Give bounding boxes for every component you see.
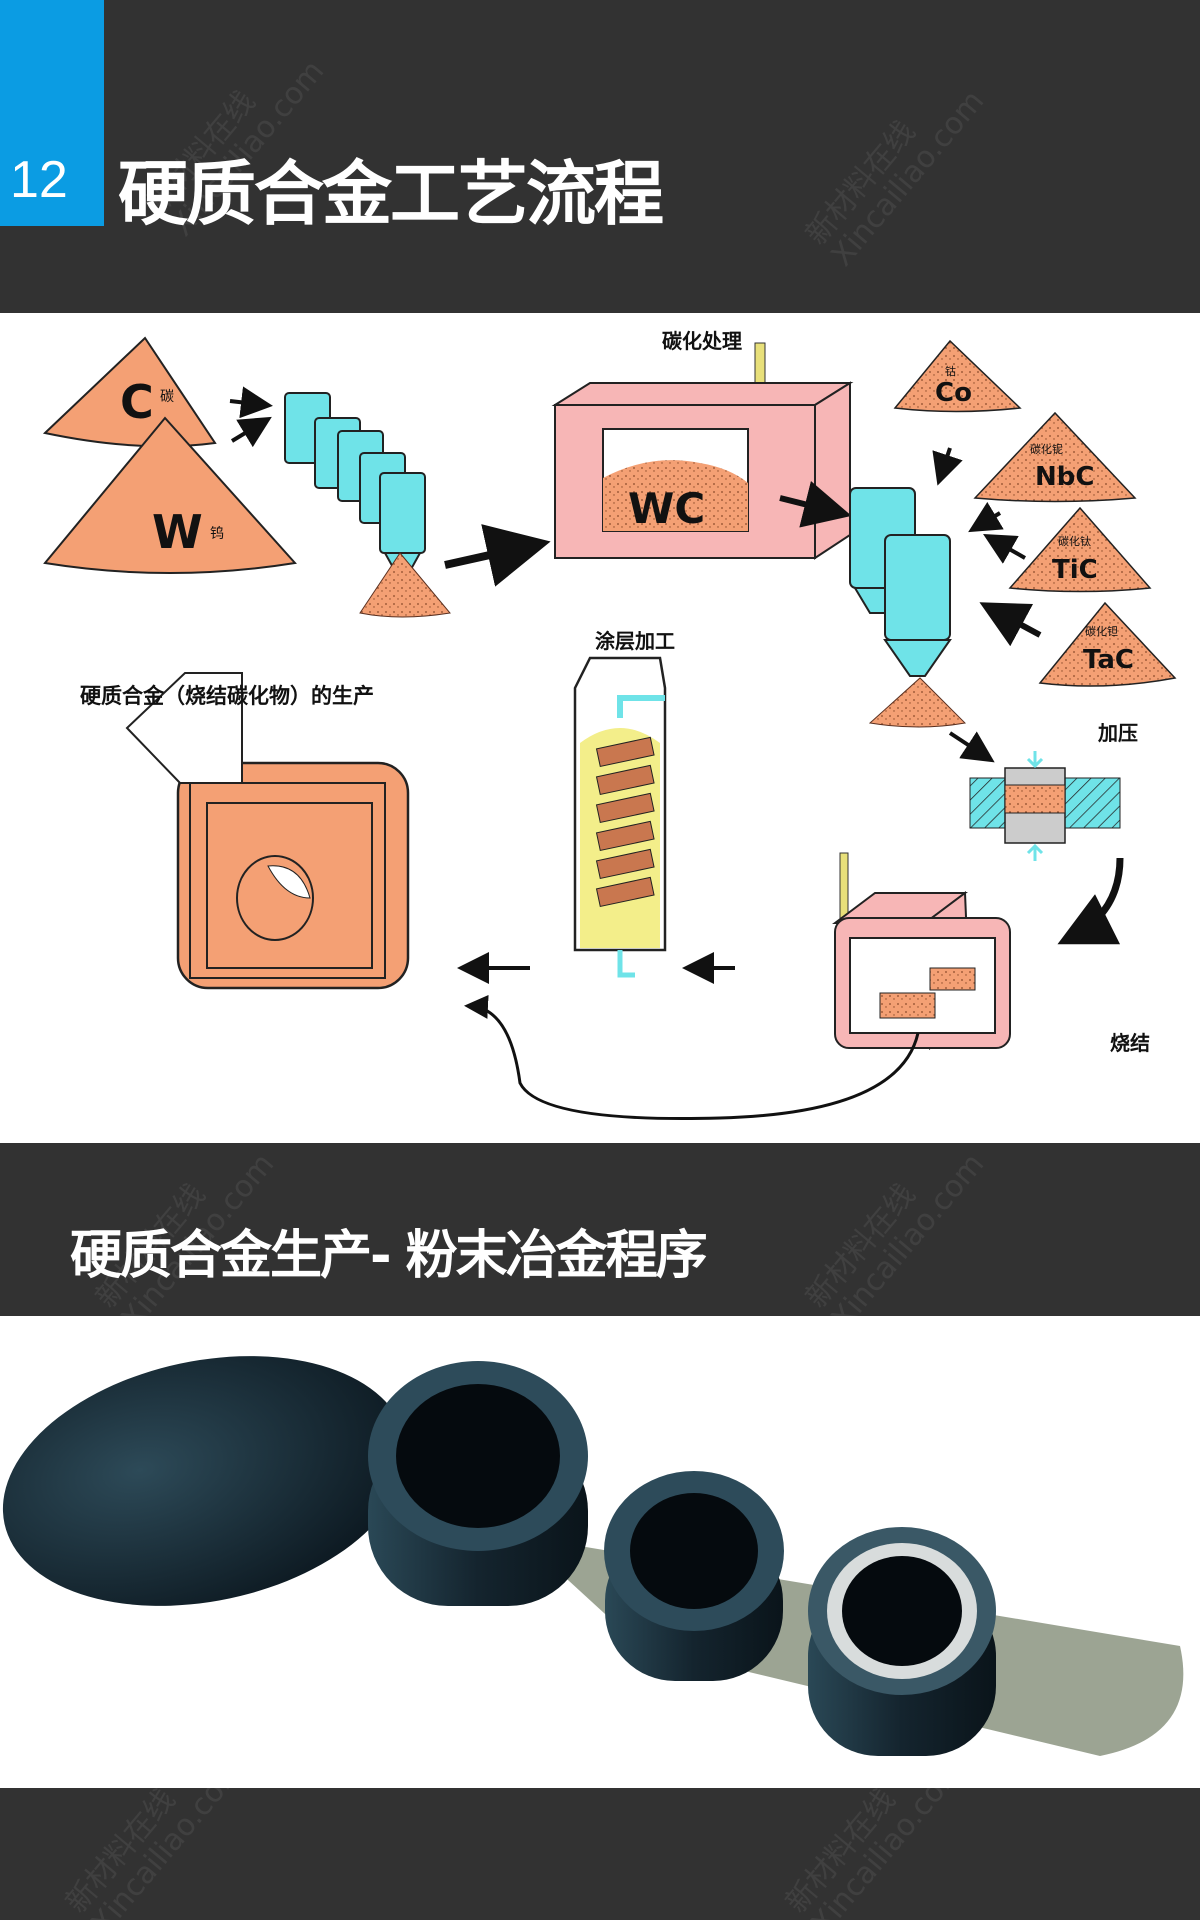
- sintered-part-small: [808, 1527, 996, 1756]
- section-number-badge: 12: [0, 0, 104, 226]
- stage-label-sintering: 烧结: [1110, 1031, 1150, 1055]
- carbon-symbol: C: [120, 375, 154, 429]
- coating-chamber: [573, 656, 667, 978]
- additive-symbol: NbC: [1035, 462, 1094, 492]
- section-number: 12: [10, 151, 68, 209]
- arrow-icon: [948, 731, 995, 763]
- carbon-powder-pile: C 碳: [42, 336, 217, 448]
- press-die: [969, 751, 1121, 861]
- mixing-containers: [284, 392, 426, 572]
- arrow-icon: [932, 447, 963, 486]
- sintered-part-medium: [604, 1471, 784, 1681]
- carbide-insert: [125, 672, 410, 990]
- powder-pile: [2, 1356, 408, 1606]
- additive-name: 碳化钽: [1085, 624, 1118, 638]
- additive-name: 碳化铌: [1030, 442, 1063, 456]
- additive-cobalt: Co 钴: [893, 339, 1022, 413]
- arrow-icon: [779, 480, 852, 528]
- carbon-name: 碳: [160, 389, 174, 405]
- tungsten-symbol: W: [152, 505, 203, 559]
- arrow-icon: [444, 524, 551, 587]
- sintering-furnace: [832, 852, 1011, 1051]
- carbonization-furnace: WC: [551, 342, 854, 560]
- tungsten-powder-pile: W 钨: [43, 416, 297, 574]
- bypass-arrow: [464, 994, 920, 1121]
- additive-name: 碳化钛: [1058, 534, 1091, 548]
- arrow-icon: [230, 416, 272, 448]
- blended-powder-pile: [868, 677, 967, 728]
- blending-containers: [849, 487, 952, 677]
- stage-label-coating: 涂层加工: [595, 629, 675, 653]
- page-title: 硬质合金工艺流程: [118, 153, 664, 235]
- additive-titanium-carbide: TiC 碳化钛: [1008, 506, 1152, 593]
- additive-name: 钴: [945, 364, 956, 378]
- additive-symbol: TiC: [1052, 555, 1098, 585]
- diagram-caption: 硬质合金（烧结碳化物）的生产: [80, 684, 374, 708]
- stage-label-carbonization: 碳化处理: [662, 329, 742, 353]
- furnace-product: WC: [628, 484, 705, 533]
- additive-niobium-carbide: NbC 碳化铌: [973, 411, 1137, 503]
- arrow-icon: [979, 602, 1042, 647]
- arrow-icon: [1057, 857, 1124, 945]
- arrow-icon: [983, 534, 1026, 564]
- additive-symbol: TaC: [1083, 645, 1134, 675]
- arrow-icon: [968, 501, 1004, 533]
- process-diagram: C 碳 W 钨 碳化处理 WC Co 钴 NbC 碳化铌: [42, 329, 1177, 1121]
- sintered-part-large: [368, 1361, 588, 1606]
- product-photo: [2, 1356, 1184, 1756]
- tungsten-name: 钨: [210, 526, 224, 542]
- arrow-icon: [229, 386, 273, 419]
- stage-label-pressing: 加压: [1097, 721, 1138, 745]
- section-title: 硬质合金生产- 粉末冶金程序: [70, 1226, 708, 1286]
- mixed-powder-pile: [359, 552, 451, 618]
- additive-tantalum-carbide: TaC 碳化钽: [1038, 601, 1177, 687]
- additive-symbol: Co: [935, 378, 972, 408]
